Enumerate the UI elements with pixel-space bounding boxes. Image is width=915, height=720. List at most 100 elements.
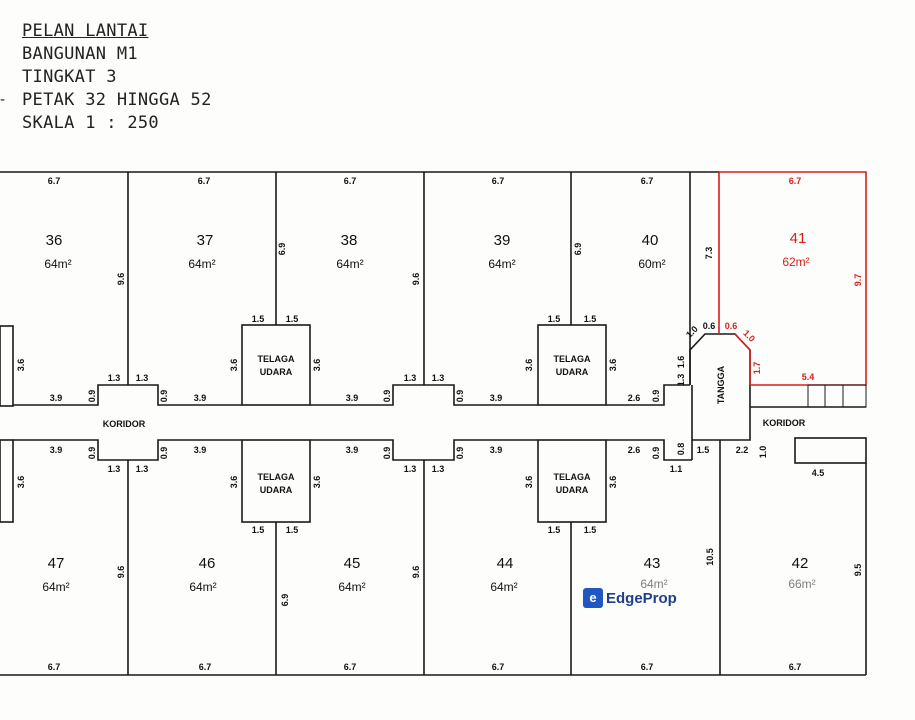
svg-text:6.7: 6.7	[48, 662, 61, 672]
unit-46-area: 64m²	[189, 580, 216, 594]
svg-text:6.7: 6.7	[199, 662, 212, 672]
svg-text:6.9: 6.9	[280, 594, 290, 607]
unit-39-number: 39	[494, 232, 511, 249]
svg-text:6.7: 6.7	[48, 176, 61, 186]
svg-text:0.9: 0.9	[382, 447, 392, 460]
plan-header: PELAN LANTAI BANGUNAN M1 TINGKAT 3 PETAK…	[22, 20, 212, 135]
svg-text:1.3: 1.3	[404, 464, 417, 474]
svg-text:1.5: 1.5	[584, 314, 597, 324]
svg-text:1.1: 1.1	[670, 464, 683, 474]
svg-text:6.7: 6.7	[198, 176, 211, 186]
svg-text:9.5: 9.5	[853, 564, 863, 577]
unit-38-number: 38	[341, 232, 358, 249]
svg-text:1.5: 1.5	[286, 314, 299, 324]
light-well-3-label-b: UDARA	[260, 485, 293, 495]
svg-text:9.6: 9.6	[411, 273, 421, 286]
svg-text:6.7: 6.7	[789, 176, 802, 186]
svg-text:1.7: 1.7	[752, 362, 762, 375]
svg-text:3.9: 3.9	[50, 393, 63, 403]
unit-47-area: 64m²	[42, 580, 69, 594]
unit-46-number: 46	[199, 555, 216, 572]
svg-text:1.3: 1.3	[108, 464, 121, 474]
svg-text:3.9: 3.9	[346, 393, 359, 403]
svg-text:6.7: 6.7	[641, 662, 654, 672]
light-well-4-label-a: TELAGA	[554, 472, 591, 482]
pointer-arrow-icon: -	[0, 92, 6, 108]
svg-text:1.5: 1.5	[252, 525, 265, 535]
svg-text:3.6: 3.6	[312, 476, 322, 489]
edgeprop-logo-icon: e	[583, 588, 603, 608]
plan-title: PELAN LANTAI	[22, 21, 149, 41]
unit-40-number: 40	[642, 232, 659, 249]
light-well-1-label-b: UDARA	[260, 367, 293, 377]
svg-text:2.6: 2.6	[628, 393, 641, 403]
svg-text:0.6: 0.6	[703, 321, 716, 331]
svg-text:6.7: 6.7	[492, 662, 505, 672]
svg-text:9.6: 9.6	[411, 566, 421, 579]
building-name: BANGUNAN M1	[22, 44, 138, 64]
svg-text:9.7: 9.7	[853, 274, 863, 287]
svg-text:1.5: 1.5	[548, 525, 561, 535]
svg-text:6.7: 6.7	[641, 176, 654, 186]
svg-text:1.0: 1.0	[758, 446, 768, 459]
svg-text:3.9: 3.9	[490, 445, 503, 455]
svg-text:3.6: 3.6	[608, 359, 618, 372]
svg-text:0.9: 0.9	[87, 447, 97, 460]
svg-text:1.5: 1.5	[286, 525, 299, 535]
right-corridor-walls	[750, 384, 867, 464]
svg-text:0.9: 0.9	[651, 447, 661, 460]
svg-text:1.3: 1.3	[432, 464, 445, 474]
unit-38-area: 64m²	[336, 257, 363, 271]
unit-42-area: 66m²	[788, 577, 815, 591]
svg-text:10.5: 10.5	[705, 548, 715, 566]
svg-text:1.0: 1.0	[684, 324, 700, 340]
edgeprop-watermark: e EdgeProp	[583, 588, 677, 608]
svg-text:1.3: 1.3	[432, 373, 445, 383]
svg-text:0.9: 0.9	[455, 447, 465, 460]
svg-text:1.0: 1.0	[741, 328, 757, 344]
svg-text:1.5: 1.5	[697, 445, 710, 455]
svg-text:6.7: 6.7	[789, 662, 802, 672]
svg-text:3.6: 3.6	[229, 359, 239, 372]
unit-43-area: 64m²	[640, 577, 667, 591]
unit-36-area: 64m²	[44, 257, 71, 271]
unit-37-number: 37	[197, 232, 214, 249]
svg-text:6.9: 6.9	[277, 243, 287, 256]
unit-43-number: 43	[644, 555, 661, 572]
unit-47-number: 47	[48, 555, 65, 572]
svg-text:0.9: 0.9	[651, 390, 661, 403]
bottom-row-walls	[0, 439, 867, 676]
svg-text:6.7: 6.7	[492, 176, 505, 186]
svg-text:1.3: 1.3	[108, 373, 121, 383]
corridor-label-right: KORIDOR	[763, 418, 806, 428]
svg-text:3.9: 3.9	[50, 445, 63, 455]
svg-text:1.5: 1.5	[548, 314, 561, 324]
watermark-brand: EdgeProp	[606, 589, 677, 607]
unit-44-area: 64m²	[490, 580, 517, 594]
svg-text:3.6: 3.6	[608, 476, 618, 489]
svg-text:3.6: 3.6	[524, 359, 534, 372]
svg-text:2.6: 2.6	[628, 445, 641, 455]
dimension-labels: 6.7 6.7 6.7 6.7 6.7 6.7 1.5 1.5 1.5 1.5 …	[16, 176, 863, 672]
unit-41-number: 41	[790, 230, 807, 247]
unit-36-number: 36	[46, 232, 63, 249]
light-well-2-label-b: UDARA	[556, 367, 589, 377]
svg-text:0.9: 0.9	[87, 390, 97, 403]
svg-text:1.3: 1.3	[136, 464, 149, 474]
stairs-label: TANGGA	[716, 365, 726, 404]
svg-text:0.9: 0.9	[382, 390, 392, 403]
unit-44-number: 44	[497, 555, 514, 572]
unit-37-area: 64m²	[188, 257, 215, 271]
unit-41-outline	[718, 171, 867, 386]
scale: SKALA 1 : 250	[22, 113, 159, 133]
svg-text:1.3: 1.3	[404, 373, 417, 383]
corridor-label-left: KORIDOR	[103, 419, 146, 429]
svg-text:0.8: 0.8	[676, 443, 686, 456]
svg-text:1.3: 1.3	[136, 373, 149, 383]
svg-text:1.6: 1.6	[676, 356, 686, 369]
svg-text:1.3: 1.3	[676, 374, 686, 387]
unit-45-area: 64m²	[338, 580, 365, 594]
svg-text:2.2: 2.2	[736, 445, 749, 455]
svg-text:0.9: 0.9	[159, 447, 169, 460]
